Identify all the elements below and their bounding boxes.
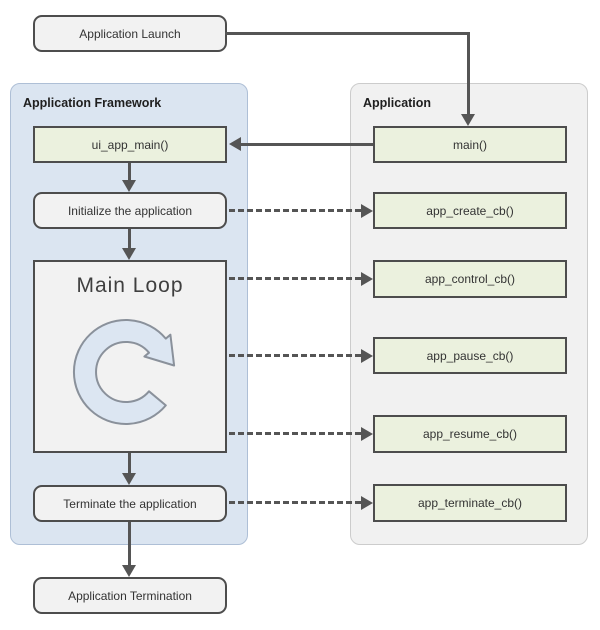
arrow-launch-to-main-horizontal [225, 32, 470, 35]
application-framework-panel-title: Application Framework [23, 96, 162, 110]
arrowhead-right-into-control-cb [361, 272, 373, 286]
application-termination-label: Application Termination [68, 588, 192, 603]
arrowhead-down-into-terminate [122, 473, 136, 485]
arrowhead-right-into-terminate-cb [361, 496, 373, 510]
application-launch-label: Application Launch [79, 26, 181, 41]
arrow-initialize-to-mainloop [128, 229, 131, 249]
circular-arrow-clockwise-icon [73, 319, 176, 425]
arrow-main-to-uiappmain [241, 143, 373, 146]
ui-app-main-label: ui_app_main() [91, 137, 169, 152]
arrow-launch-to-main-vertical [467, 32, 470, 116]
app-resume-cb-node: app_resume_cb() [373, 415, 567, 453]
arrowhead-down-into-initialize [122, 180, 136, 192]
arrowhead-left-into-uiappmain [229, 137, 241, 151]
application-panel-title: Application [363, 96, 432, 110]
dashed-arrow-initialize-to-create-cb [229, 209, 361, 212]
app-control-cb-label: app_control_cb() [424, 272, 516, 286]
dashed-arrow-mainloop-to-pause-cb [229, 354, 361, 357]
app-pause-cb-node: app_pause_cb() [373, 337, 567, 374]
application-launch-node: Application Launch [33, 15, 227, 52]
arrowhead-down-into-main [461, 114, 475, 126]
app-create-cb-node: app_create_cb() [373, 192, 567, 229]
initialize-application-label: Initialize the application [67, 203, 193, 218]
arrowhead-right-into-resume-cb [361, 427, 373, 441]
app-control-cb-node: app_control_cb() [373, 260, 567, 298]
arrowhead-down-into-mainloop [122, 248, 136, 260]
app-create-cb-label: app_create_cb() [426, 203, 514, 218]
initialize-application-node: Initialize the application [33, 192, 227, 229]
terminate-application-label: Terminate the application [63, 496, 197, 511]
arrowhead-right-into-create-cb [361, 204, 373, 218]
arrowhead-right-into-pause-cb [361, 349, 373, 363]
app-terminate-cb-node: app_terminate_cb() [373, 484, 567, 522]
app-pause-cb-label: app_pause_cb() [426, 348, 514, 363]
main-loop-label: Main Loop [76, 274, 184, 297]
app-resume-cb-label: app_resume_cb() [422, 427, 518, 441]
arrow-mainloop-to-terminate [128, 453, 131, 474]
main-label: main() [452, 137, 487, 152]
app-terminate-cb-label: app_terminate_cb() [417, 496, 523, 510]
arrow-terminate-to-termination [128, 522, 131, 566]
terminate-application-node: Terminate the application [33, 485, 227, 522]
dashed-arrow-mainloop-to-control-cb [229, 277, 361, 280]
main-node: main() [373, 126, 567, 163]
dashed-arrow-terminate-to-terminate-cb [229, 501, 361, 504]
application-termination-node: Application Termination [33, 577, 227, 614]
ui-app-main-node: ui_app_main() [33, 126, 227, 163]
arrowhead-down-into-termination [122, 565, 136, 577]
arrow-uiappmain-to-initialize [128, 163, 131, 181]
dashed-arrow-mainloop-to-resume-cb [229, 432, 361, 435]
